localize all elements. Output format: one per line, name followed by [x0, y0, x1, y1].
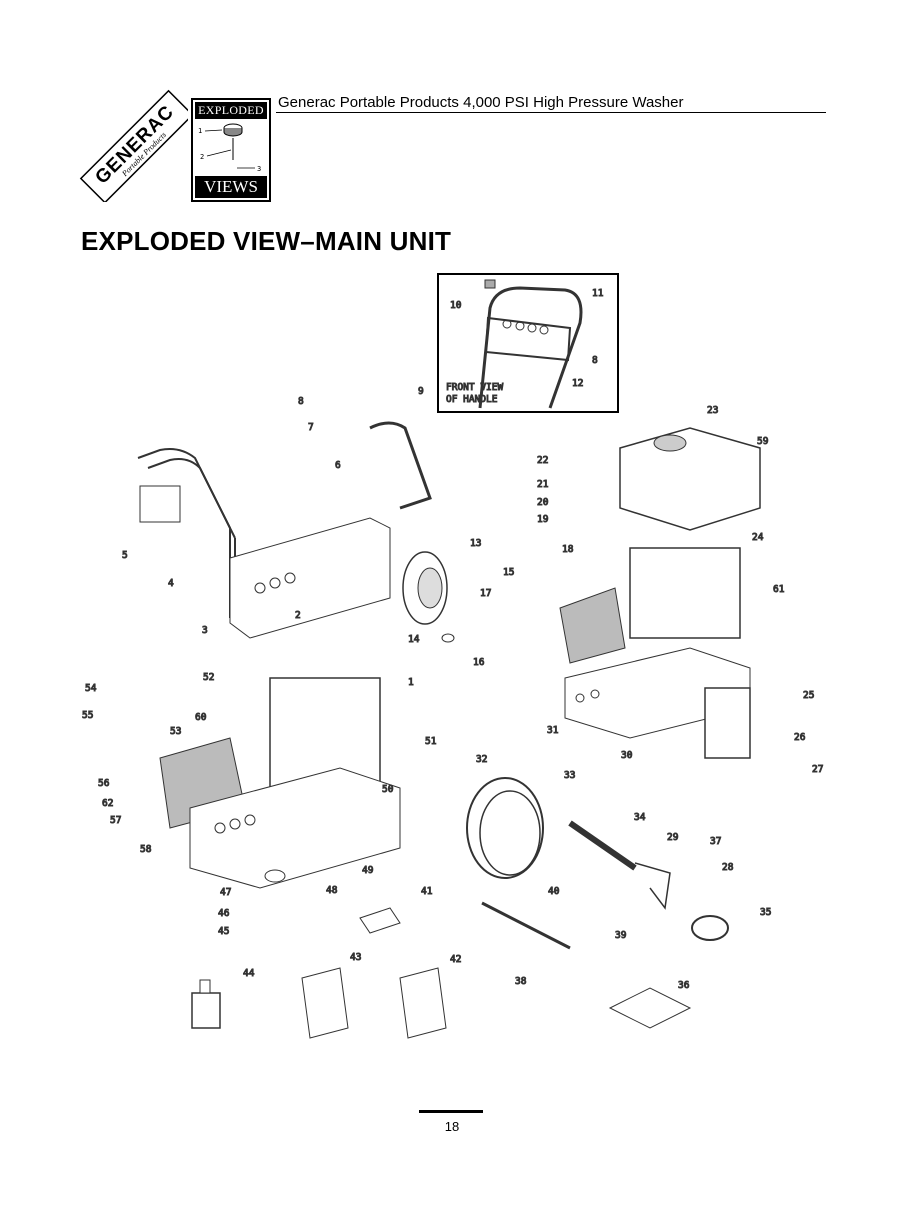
- part-callout-53: 53: [170, 726, 181, 737]
- part-callout-31: 31: [547, 725, 559, 736]
- inset-callout: 11: [592, 288, 604, 299]
- part-callout-18: 18: [562, 544, 574, 555]
- part-callout-50: 50: [382, 784, 394, 795]
- part-callout-44: 44: [243, 968, 255, 979]
- generac-logo: GENERAC Portable Products: [78, 86, 194, 204]
- muffler-guard: [704, 687, 751, 759]
- footer-rule: [419, 1110, 483, 1113]
- part-callout-14: 14: [408, 634, 420, 645]
- part-callout-29: 29: [667, 832, 679, 843]
- part-callout-38: 38: [515, 976, 527, 987]
- part-callout-52: 52: [203, 672, 214, 683]
- part-callout-61: 61: [773, 584, 785, 595]
- part-callout-36: 36: [678, 980, 690, 991]
- part-callout-39: 39: [615, 930, 627, 941]
- page-number: 18: [444, 1119, 460, 1134]
- part-callout-15: 15: [503, 567, 514, 578]
- inset-frame: [437, 273, 619, 413]
- part-callout-48: 48: [326, 885, 338, 896]
- part-callout-8: 8: [298, 396, 304, 407]
- part-callout-1: 1: [408, 677, 414, 688]
- part-callout-2: 2: [295, 610, 301, 621]
- page-title: EXPLODED VIEW–MAIN UNIT: [81, 226, 452, 256]
- part-callout-41: 41: [421, 886, 433, 897]
- badge-callout-3: 3: [257, 165, 261, 173]
- part-callout-26: 26: [794, 732, 806, 743]
- part-callout-59: 59: [757, 436, 769, 447]
- exploded-views-badge: EXPLODED 1 2 3 VIEWS: [191, 98, 271, 202]
- part-callout-46: 46: [218, 908, 230, 919]
- oil-bottle: [191, 979, 221, 1029]
- logo-wordmark: GENERAC: [91, 101, 178, 188]
- part-callout-22: 22: [537, 455, 548, 466]
- part-callout-43: 43: [350, 952, 361, 963]
- nozzle-kit: [359, 907, 692, 1029]
- part-callout-6: 6: [335, 460, 341, 471]
- engine-right: [559, 547, 751, 739]
- wand: [481, 901, 571, 950]
- spray-gun: [568, 820, 671, 910]
- document-title: Generac Portable Products 4,000 PSI High…: [278, 94, 684, 111]
- o-ring-kit: [691, 915, 729, 941]
- part-callout-24: 24: [752, 532, 764, 543]
- inset-handle: [478, 279, 583, 409]
- part-callout-34: 34: [634, 812, 646, 823]
- part-callout-58: 58: [140, 844, 152, 855]
- part-callout-54: 54: [85, 683, 97, 694]
- part-callout-49: 49: [362, 865, 374, 876]
- inset-label-line2: OF HANDLE: [446, 394, 498, 405]
- inset-callout: 10: [450, 300, 462, 311]
- inset-label-line1: FRONT VIEW: [446, 382, 503, 393]
- part-callout-17: 17: [480, 588, 491, 599]
- part-callout-3: 3: [202, 625, 208, 636]
- part-callout-7: 7: [308, 422, 314, 433]
- part-callout-13: 13: [470, 538, 481, 549]
- wheel: [402, 551, 455, 643]
- part-callout-27: 27: [812, 764, 823, 775]
- part-callout-4: 4: [168, 578, 174, 589]
- part-callout-16: 16: [473, 657, 485, 668]
- part-callout-57: 57: [110, 815, 121, 826]
- part-callout-56: 56: [98, 778, 110, 789]
- part-callout-30: 30: [621, 750, 633, 761]
- part-callout-60: 60: [195, 712, 207, 723]
- part-callout-5: 5: [122, 550, 128, 561]
- part-callout-35: 35: [760, 907, 771, 918]
- inset-callout: 12: [572, 378, 583, 389]
- badge-callout-2: 2: [200, 153, 204, 161]
- part-callout-33: 33: [564, 770, 575, 781]
- part-callout-51: 51: [425, 736, 437, 747]
- part-callout-19: 19: [537, 514, 549, 525]
- part-callout-37: 37: [710, 836, 721, 847]
- part-callout-40: 40: [548, 886, 560, 897]
- inset-callout: 8: [592, 355, 598, 366]
- badge-top-label: EXPLODED: [195, 102, 267, 119]
- part-callout-23: 23: [707, 405, 718, 416]
- part-callout-21: 21: [537, 479, 549, 490]
- part-callout-9: 9: [418, 386, 424, 397]
- badge-bottom-label: VIEWS: [195, 176, 267, 198]
- engine-left: [159, 677, 401, 889]
- header-rule: [276, 112, 826, 113]
- part-callout-32: 32: [476, 754, 487, 765]
- fuel-tank: [619, 427, 761, 531]
- hose: [466, 777, 544, 879]
- badge-callout-1: 1: [198, 127, 202, 135]
- part-callout-47: 47: [220, 887, 231, 898]
- part-callout-55: 55: [82, 710, 93, 721]
- part-callout-28: 28: [722, 862, 734, 873]
- part-callout-42: 42: [450, 954, 461, 965]
- part-callout-25: 25: [803, 690, 814, 701]
- part-callout-20: 20: [537, 497, 549, 508]
- badge-part-icon: 1 2 3: [198, 123, 261, 173]
- handle-frame: [137, 421, 432, 639]
- part-callout-45: 45: [218, 926, 229, 937]
- manuals: [301, 967, 447, 1039]
- part-callout-62: 62: [102, 798, 113, 809]
